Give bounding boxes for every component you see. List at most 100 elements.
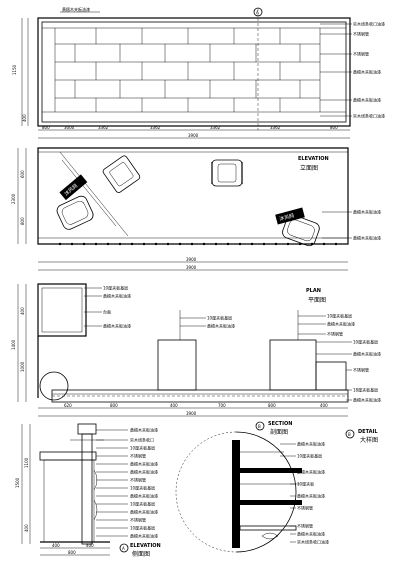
section-label: 黄檀木夹板油漆 [353, 397, 381, 403]
plan-label: 黄檀木夹板油漆 [353, 235, 381, 241]
plan-title-cn: 平面图 [308, 297, 326, 304]
detail-wall-section [232, 440, 240, 548]
side-left-dim: 400 [24, 524, 29, 532]
elevation-dim: 3362 [98, 125, 109, 130]
section-label: 黄檀木夹板油漆 [327, 321, 355, 327]
section-label: 10厘夹板基层 [353, 339, 378, 345]
sofa-icon [56, 195, 94, 230]
section-bottom-dim: 620 [64, 403, 72, 408]
elevation-dim: 3362 [210, 125, 221, 130]
side-elevation-view: 黄檀木夹板油漆 实木线条收口 10厘夹板基层 不锈钢管 黄檀木夹板油漆 黄檀木夹… [15, 423, 161, 558]
side-label: 10厘夹板基层 [130, 525, 155, 531]
detail-label: 黄檀木夹板油漆 [297, 469, 325, 475]
detail-title-en: DETAIL [358, 429, 378, 435]
elevation-title-en: ELEVATION [298, 156, 329, 162]
section-total-dim: 3900 [186, 411, 197, 416]
section-label: 10厘夹板基层 [327, 313, 352, 319]
detail-label: 黄檀木夹板油漆 [297, 441, 325, 447]
section-bottom-dim: 800 [110, 403, 118, 408]
elevation-total-dim: 3900 [188, 133, 199, 138]
plan-view: 沐风网 沐风网 黄檀木夹板油漆 黄檀木夹板油漆 600 800 2300 390… [11, 147, 381, 304]
side-title-cn: 侧面图 [132, 550, 150, 558]
side-left-total-dim: 1500 [15, 477, 20, 488]
side-total-dim: 800 [68, 550, 76, 555]
chair-icon [211, 159, 243, 187]
detail-label: 10厘夹板 [297, 481, 314, 487]
elevation-height-sub-dim: 400 [22, 114, 27, 122]
plan-bottom-dim: 3900 [186, 265, 197, 270]
section-left-dim: 1000 [20, 361, 25, 372]
elevation-dim: 800 [330, 125, 338, 130]
side-label: 实木线条收口 [130, 437, 154, 443]
elevation-label: 不锈钢管 [353, 51, 369, 57]
section-label: 不锈钢管 [353, 367, 369, 373]
side-label: 黄檀木夹板油漆 [130, 461, 158, 467]
section-label: 黄檀木夹板油漆 [353, 351, 381, 357]
section-label: 台面 [103, 309, 111, 315]
section-bottom-dim: 700 [218, 403, 226, 408]
side-label: 黄檀木夹板油漆 [130, 427, 158, 433]
plan-rivets [58, 242, 338, 246]
elevation-dim: 3362 [270, 125, 281, 130]
section-title-en: SECTION [268, 421, 292, 427]
section-title-cn: 剖面图 [270, 428, 288, 436]
section-left-dim: 400 [20, 307, 25, 315]
elevation-dim: 3000 [64, 125, 75, 130]
side-label: 黄檀木夹板油漆 [130, 493, 158, 499]
side-label: 10厘夹板基层 [130, 501, 155, 507]
detail-label: 黄檀木夹板油漆 [297, 531, 325, 537]
section-view: 10厘夹板基层 黄檀木夹板油漆 台面 黄檀木夹板油漆 10厘夹板基层 黄檀木夹板… [11, 283, 381, 436]
elevation-section-marker: A [256, 10, 259, 15]
section-bottom-dim: 400 [170, 403, 178, 408]
elevation-dim: 800 [42, 125, 50, 130]
stamp-text: 沐风网 [279, 212, 295, 223]
side-label: 不锈钢管 [130, 517, 146, 523]
detail-callout-circle [39, 371, 69, 401]
plan-bottom-dim: 3900 [186, 257, 197, 262]
elevation-title-cn: 立面图 [300, 164, 318, 172]
side-label: 10厘夹板基层 [130, 485, 155, 491]
detail-label: 实木线条收口油漆 [297, 539, 329, 545]
elevation-label: 黄檀木夹板油漆 [353, 69, 381, 75]
sofa-icon [282, 214, 320, 247]
elevation-dim: 3362 [150, 125, 161, 130]
chair-icon [102, 155, 141, 193]
elevation-label: 黄檀木夹板油漆 [353, 97, 381, 103]
side-label: 黄檀木夹板油漆 [130, 533, 158, 539]
section-label: 黄檀木夹板油漆 [207, 323, 235, 329]
elevation-label: 实木线条收口油漆 [353, 21, 385, 27]
plan-label: 黄檀木夹板油漆 [353, 209, 381, 215]
side-label: 黄檀木夹板油漆 [130, 469, 158, 475]
elevation-label: 不锈钢管 [353, 31, 369, 37]
plan-title-en: PLAN [306, 288, 321, 294]
elevation-top-label: 黄檀木夹板油漆 [62, 6, 90, 12]
side-label: 不锈钢管 [130, 477, 146, 483]
section-left-total-dim: 1400 [11, 339, 16, 350]
side-label: 黄檀木夹板油漆 [130, 509, 158, 515]
section-label: 不锈钢管 [327, 331, 343, 337]
section-marker: B [258, 424, 261, 429]
section-label: 18厘夹板基层 [353, 387, 378, 393]
side-title-en: ELEVATION [130, 543, 161, 549]
section-bottom-dim: 400 [320, 403, 328, 408]
side-label: 10厘夹板基层 [130, 445, 155, 451]
side-bottom-dim: 400 [52, 543, 60, 548]
section-label: 黄檀木夹板油漆 [103, 293, 131, 299]
section-label: 10厘夹板基层 [103, 285, 128, 291]
detail-marker: B [348, 432, 351, 437]
plan-left-total-dim: 2300 [11, 193, 16, 204]
detail-view: 黄檀木夹板油漆 10厘夹板基层 黄檀木夹板油漆 10厘夹板 黄檀木夹板油漆 不锈… [175, 429, 378, 553]
side-label: 不锈钢管 [130, 453, 146, 459]
elevation-view: A 实木线条收口油漆 不锈钢管 不锈钢管 黄檀木夹板油漆 黄檀木夹板油漆 实木线… [12, 6, 385, 172]
section-bottom-dim: 800 [268, 403, 276, 408]
detail-label: 10厘夹板基层 [297, 453, 322, 459]
section-label: 10厘夹板基层 [207, 315, 232, 321]
detail-label: 不锈钢管 [297, 505, 313, 511]
detail-title-cn: 大样图 [360, 436, 378, 444]
side-bottom-dim: 400 [86, 543, 94, 548]
elevation-label: 实木线条收口油漆 [353, 113, 385, 119]
section-label: 黄檀木夹板油漆 [103, 323, 131, 329]
side-marker: A [122, 546, 125, 551]
